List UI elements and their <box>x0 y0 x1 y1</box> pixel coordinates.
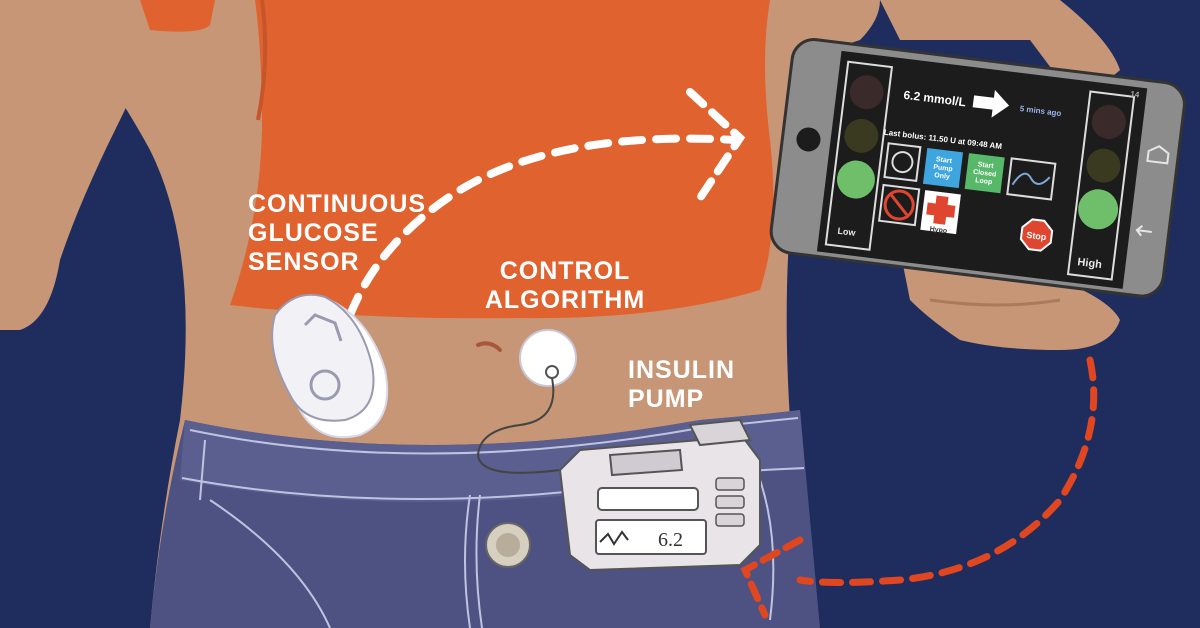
shirt <box>140 0 774 319</box>
low-label: Low <box>837 226 857 238</box>
stop-label: Stop <box>1026 230 1048 242</box>
pump-link-arrowhead <box>740 536 804 619</box>
high-indicator <box>1078 189 1119 230</box>
hypo-label: Hypo <box>929 226 947 235</box>
medical-cross-icon <box>926 195 956 225</box>
svg-text:StartClosedLoop: StartClosedLoop <box>972 161 998 187</box>
start-closed-line3: Loop <box>975 177 993 186</box>
sensor-to-phone-link <box>346 134 739 319</box>
start-closed-line2: Closed <box>973 169 997 179</box>
start-pump-only-button <box>922 148 964 189</box>
pump-label-line1: INSULIN <box>628 356 735 384</box>
control-algorithm-patch-icon <box>476 329 577 474</box>
arrow-right-icon <box>972 89 1010 118</box>
control-label-line2: ALGORITHM <box>484 286 646 314</box>
start-pump-line3: Only <box>934 172 950 181</box>
insulin-pump-icon: 6.2 <box>558 418 761 572</box>
high-label: High <box>1077 256 1103 271</box>
phone-to-pump-link <box>796 356 1098 586</box>
navel <box>476 341 502 352</box>
hand <box>880 0 1120 350</box>
cgm-label-line3: SENSOR <box>248 248 360 276</box>
pump-label-line2: PUMP <box>628 385 705 413</box>
cgm-label-line2: GLUCOSE <box>248 219 379 247</box>
status-time: 14 <box>1130 89 1140 99</box>
jeans-button <box>485 522 531 568</box>
link-arrowhead <box>686 88 746 202</box>
pump-display-value: 6.2 <box>658 529 683 551</box>
control-label-line1: CONTROL <box>499 257 631 285</box>
stop-sign-icon <box>1019 218 1054 252</box>
smartphone-icon: Low High 14 6.2 mmol/L 5 mins ago Last b… <box>769 38 1186 298</box>
sensor-icon <box>271 293 389 439</box>
start-pump-line2: Pump <box>933 164 953 173</box>
cgm-label-line1: CONTINUOUS <box>248 190 427 218</box>
insulin-pump-label: INSULIN PUMP <box>628 356 735 414</box>
start-closed-line1: Start <box>977 161 994 170</box>
svg-text:StartPumpOnly: StartPumpOnly <box>932 156 954 181</box>
start-pump-line1: Start <box>936 156 953 165</box>
cgm-label: CONTINUOUS GLUCOSE SENSOR <box>248 190 426 277</box>
meal-icon <box>883 142 922 183</box>
start-closed-loop-button <box>964 153 1005 194</box>
no-exercise-icon <box>883 189 915 221</box>
control-algorithm-label: CONTROL ALGORITHM <box>470 257 660 315</box>
low-indicator <box>836 160 875 199</box>
